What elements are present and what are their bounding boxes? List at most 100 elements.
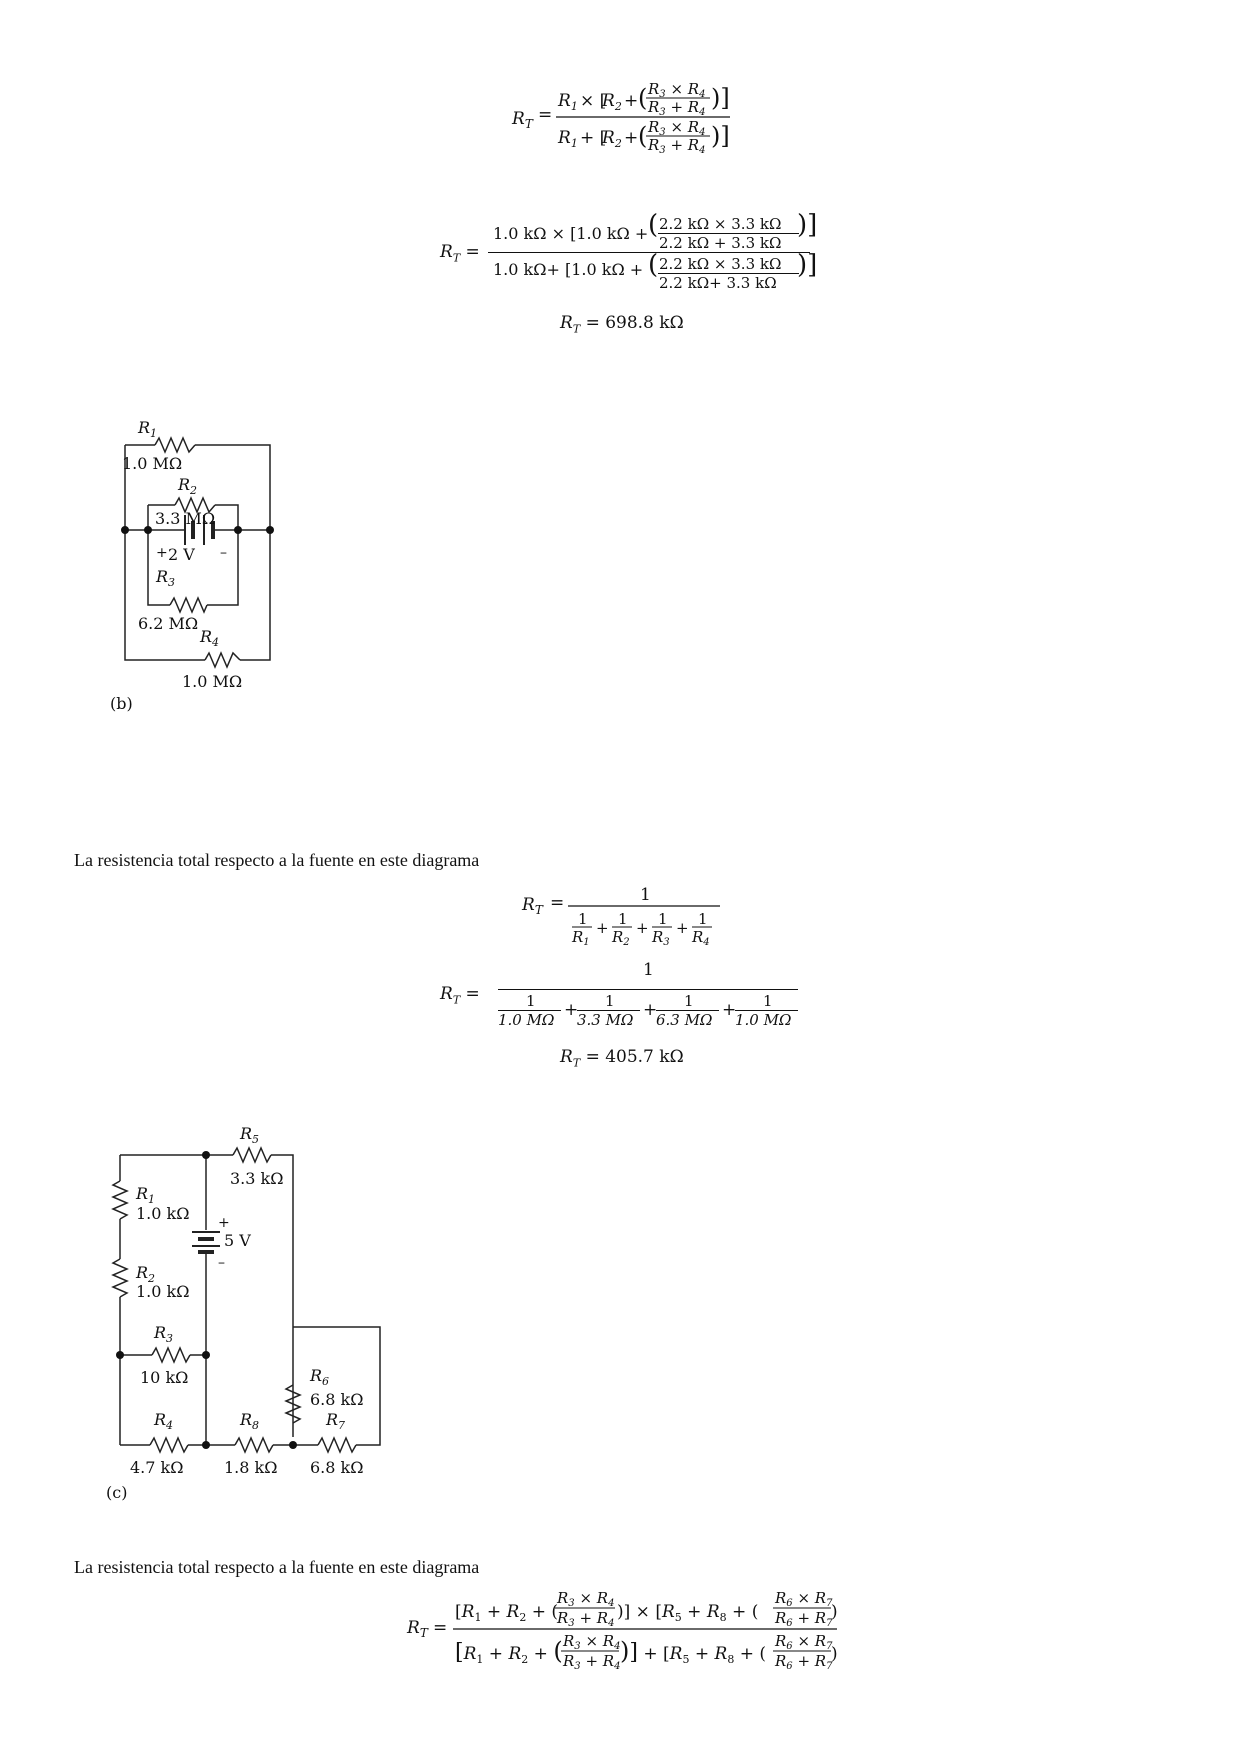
b-label: (b) [110, 694, 133, 713]
c-r3-value: 10 kΩ [140, 1368, 188, 1387]
svg-text:R3 × R4: R3 × R4 [556, 1589, 614, 1609]
svg-text:R2: R2 [601, 128, 622, 150]
svg-text:R3 + R4: R3 + R4 [647, 98, 705, 118]
s2-term-4: 1.0 MΩ [735, 1011, 792, 1029]
svg-text:RT: RT [511, 109, 534, 131]
svg-text:R6 + R7: R6 + R7 [774, 1652, 833, 1672]
svg-text:R3: R3 [651, 928, 670, 948]
substitution-2: RT = 1 1 1.0 MΩ + 1 3.3 MΩ + 1 6.3 MΩ + … [440, 960, 810, 1040]
result-2-value: = 405.7 kΩ [585, 1047, 684, 1067]
sub1-inner-den: 2.2 kΩ + 3.3 kΩ [659, 234, 782, 252]
svg-text:): ) [831, 1644, 838, 1664]
formula-2: RT = 1 1 R1 + 1 R2 + 1 R3 + 1 R4 [521, 885, 720, 948]
svg-text:[R1 + R2 + (: [R1 + R2 + ( [455, 1637, 563, 1666]
c-label: (c) [106, 1483, 127, 1502]
c-r4-name: R4 [153, 1410, 173, 1432]
b-r4-value: 1.0 MΩ [182, 672, 242, 691]
sub1-lead-den: 1.0 kΩ+ [1.0 kΩ + [493, 260, 644, 279]
c-r3-name: R3 [153, 1323, 173, 1345]
svg-text:+ [: + [ [580, 128, 606, 148]
b-r4-name: R4 [199, 627, 219, 649]
c-r6-name: R6 [309, 1366, 329, 1388]
svg-text:RT: RT [521, 895, 544, 917]
svg-text:R1: R1 [557, 128, 578, 150]
b-r3-value: 6.2 MΩ [138, 614, 198, 633]
paragraph-2: La resistencia total respecto a la fuent… [74, 1557, 480, 1577]
s2-term-3: 6.3 MΩ [656, 1011, 713, 1029]
svg-text:RT: RT [406, 1618, 429, 1640]
svg-text:)]: )] [711, 122, 730, 150]
result-1: RT = 698.8 kΩ [560, 313, 684, 336]
c-r7-value: 6.8 kΩ [310, 1458, 364, 1477]
circuit-c: R5 3.3 kΩ R1 1.0 kΩ + 5 V – R2 1.0 kΩ R3… [106, 1124, 381, 1502]
svg-text:R2: R2 [611, 928, 630, 948]
result-2: RT = 405.7 kΩ [560, 1047, 684, 1070]
svg-text:1: 1 [618, 910, 628, 928]
formula-1: RT = R1 × [ R2 + ( R3 × R4 R3 + R4 )] R1… [511, 80, 730, 156]
rt-symbol: RT = [440, 242, 480, 265]
c-minus: – [218, 1255, 225, 1271]
svg-text:R4: R4 [691, 928, 710, 948]
s2-term-1: 1.0 MΩ [498, 1011, 555, 1029]
b-r2-value: 3.3 MΩ [155, 509, 215, 528]
b-r1-value: 1.0 MΩ [122, 454, 182, 473]
sub1-inner-num: 2.2 kΩ × 3.3 kΩ [659, 215, 782, 233]
sub1-main-fraction-bar [488, 252, 810, 253]
paragraph-1: La resistencia total respecto a la fuent… [74, 850, 480, 870]
svg-text:+: + [624, 128, 638, 148]
b-r1-name: R1 [137, 418, 157, 440]
svg-text:R3 × R4: R3 × R4 [562, 1632, 620, 1652]
b-plus: + [156, 545, 168, 561]
svg-text:): ) [831, 1602, 838, 1622]
svg-text:R6 × R7: R6 × R7 [774, 1589, 833, 1609]
s2-numerator: 1 [643, 960, 654, 980]
svg-text:)] × [R5 + R8 + (: )] × [R5 + R8 + ( [617, 1602, 758, 1624]
c-plus: + [218, 1215, 230, 1231]
c-r4-value: 4.7 kΩ [130, 1458, 184, 1477]
c-r5-value: 3.3 kΩ [230, 1169, 284, 1188]
result-1-value: = 698.8 kΩ [585, 313, 684, 333]
svg-text:1: 1 [698, 910, 708, 928]
svg-text:R1: R1 [557, 91, 578, 113]
c-r1-name: R1 [135, 1184, 155, 1206]
svg-text:R1: R1 [571, 928, 590, 948]
svg-text:=: = [538, 105, 552, 125]
formula-3: RT = [R1 + R2 + ( R3 × R4 R3 + R4 )] × [… [406, 1589, 838, 1672]
svg-text:(: ( [638, 84, 647, 112]
sub1-lead-num: 1.0 kΩ × [1.0 kΩ + [493, 224, 649, 243]
svg-text:R6 + R7: R6 + R7 [774, 1609, 833, 1629]
svg-text:+: + [624, 91, 638, 111]
svg-text:R3 + R4: R3 + R4 [647, 136, 705, 156]
svg-text:+: + [676, 919, 689, 937]
svg-text:R3 × R4: R3 × R4 [647, 118, 705, 138]
f2-numerator: 1 [640, 885, 651, 905]
c-r1-value: 1.0 kΩ [136, 1204, 190, 1223]
svg-text:1: 1 [578, 910, 588, 928]
c-r7-name: R7 [325, 1410, 345, 1432]
b-source-value: 2 V [168, 545, 195, 564]
c-r6-value: 6.8 kΩ [310, 1390, 364, 1409]
svg-text:)]: )] [711, 84, 730, 112]
svg-text:1: 1 [658, 910, 668, 928]
c-r8-name: R8 [239, 1410, 259, 1432]
substitution-1: RT = 1.0 kΩ × [1.0 kΩ + 1.0 kΩ+ [1.0 kΩ … [440, 210, 818, 292]
svg-text:=: = [433, 1618, 447, 1638]
circuit-b: R1 1.0 MΩ R2 3.3 MΩ + – 2 V R3 6.2 MΩ R4… [110, 418, 274, 713]
c-r2-value: 1.0 kΩ [136, 1282, 190, 1301]
svg-text:=: = [550, 893, 564, 913]
svg-text:+: + [636, 919, 649, 937]
sub1-inner-num-2: 2.2 kΩ × 3.3 kΩ [659, 255, 782, 273]
svg-text:R6 × R7: R6 × R7 [774, 1632, 833, 1652]
svg-text:R3 × R4: R3 × R4 [647, 80, 705, 100]
c-r5-name: R5 [239, 1124, 259, 1146]
svg-text:[R1 + R2 + (: [R1 + R2 + ( [455, 1602, 558, 1624]
svg-text:(: ( [638, 122, 647, 150]
svg-text:+: + [596, 919, 609, 937]
c-r8-value: 1.8 kΩ [224, 1458, 278, 1477]
svg-text:× [: × [ [580, 91, 606, 111]
b-minus: – [220, 545, 227, 561]
svg-text:R3 + R4: R3 + R4 [562, 1652, 620, 1672]
b-r3-name: R3 [155, 567, 175, 589]
s2-term-2: 3.3 MΩ [577, 1011, 634, 1029]
sub1-inner-den-2: 2.2 kΩ+ 3.3 kΩ [659, 274, 777, 292]
